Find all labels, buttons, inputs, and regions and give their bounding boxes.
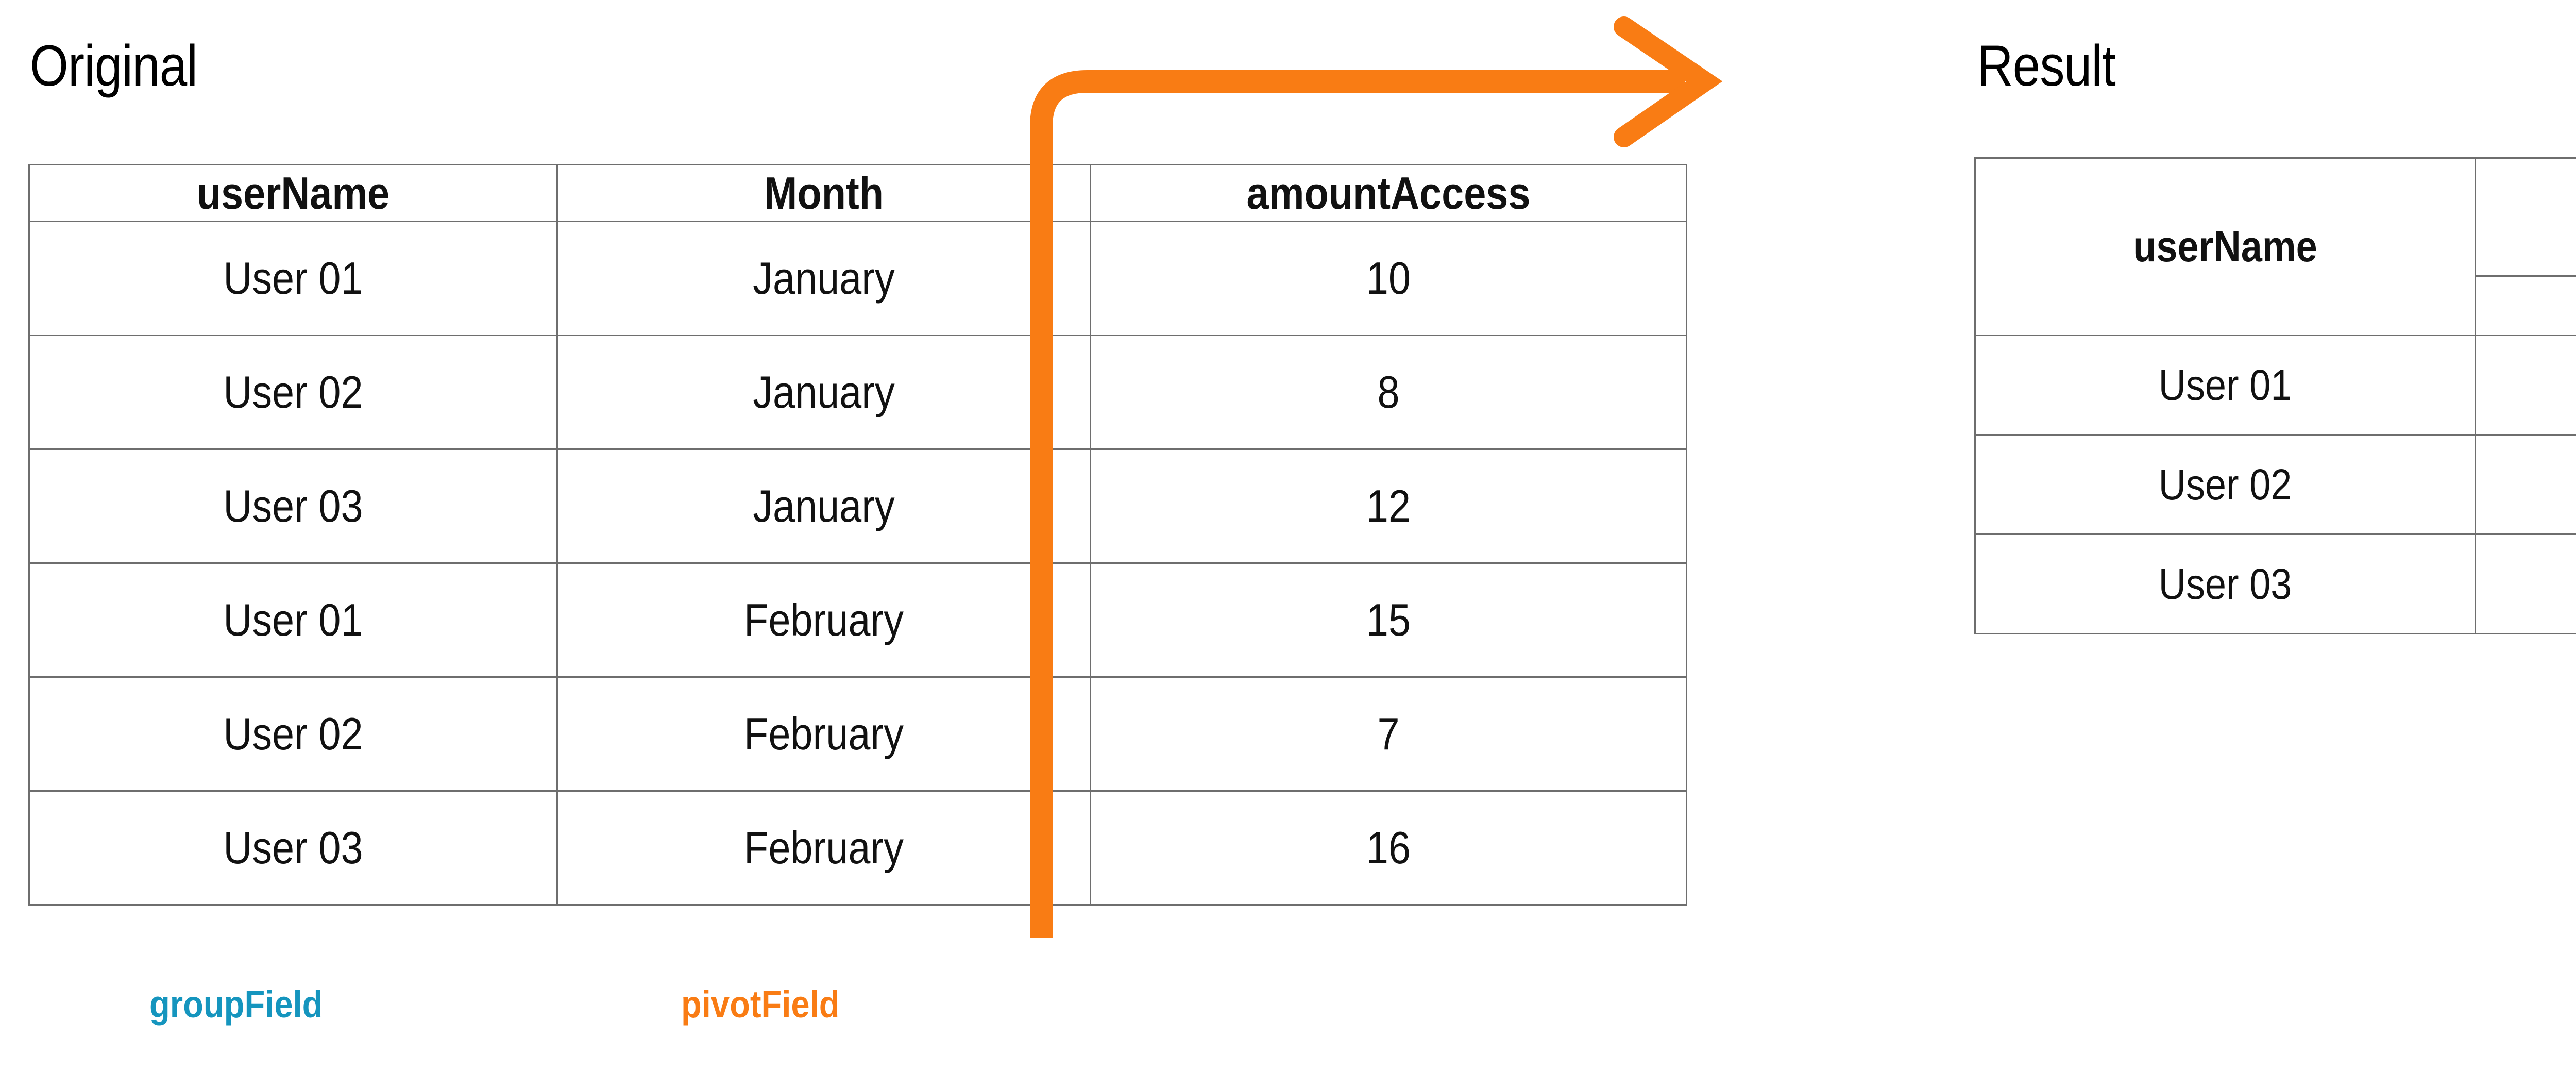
table-row: User 02 January 8	[28, 335, 1687, 450]
column-header-label: amountAccess	[1246, 167, 1531, 219]
cell-amountaccess: 16	[1090, 790, 1687, 906]
column-header-january: January	[2475, 157, 2576, 277]
cell-username: User 02	[28, 676, 558, 792]
column-header-month: Month	[556, 164, 1091, 222]
cell-username: User 02	[1974, 434, 2476, 535]
cell-text: User 03	[223, 822, 363, 873]
cell-january-value: 10	[2475, 335, 2576, 436]
cell-username: User 03	[28, 790, 558, 906]
page-title-result: Result	[1977, 34, 2116, 98]
table-header-row-months: userName January February	[1974, 157, 2576, 336]
table-row: User 03 12 16	[1974, 533, 2576, 634]
cell-text: User 03	[223, 480, 363, 531]
column-header-label: Month	[764, 167, 884, 219]
cell-amountaccess: 8	[1090, 335, 1687, 450]
table-row: User 01 January 10	[28, 221, 1687, 336]
table-row: User 01 10 15	[1974, 335, 2576, 436]
cell-text: 8	[1377, 366, 1400, 417]
cell-amountaccess: 12	[1090, 448, 1687, 564]
cell-username: User 03	[1974, 533, 2476, 634]
cell-text: February	[744, 594, 904, 645]
cell-amountaccess: 10	[1090, 221, 1687, 336]
cell-username: User 01	[28, 562, 558, 678]
cell-text: February	[744, 822, 904, 873]
pivot-field-annotation: pivotField	[681, 983, 840, 1026]
cell-month: February	[556, 562, 1091, 678]
measure-label: amountAccess	[2515, 281, 2576, 331]
cell-january-value: 8	[2475, 434, 2576, 535]
cell-month: January	[556, 448, 1091, 564]
result-table: userName January February amountAccess a…	[1974, 157, 2576, 634]
cell-text: 12	[1366, 480, 1411, 531]
cell-text: January	[753, 480, 895, 531]
cell-january-value: 12	[2475, 533, 2576, 634]
table-header-row: userName Month amountAccess	[28, 164, 1687, 222]
cell-text: 10	[1366, 253, 1411, 304]
cell-amountaccess: 7	[1090, 676, 1687, 792]
arrow-head-icon	[1614, 16, 1723, 147]
cell-text: 10	[2515, 360, 2576, 410]
cell-text: 7	[1377, 708, 1400, 759]
cell-text: User 03	[2158, 559, 2292, 608]
table-header-row-measures: amountAccess amountAccess	[1975, 275, 2576, 336]
cell-text: 15	[1366, 594, 1411, 645]
column-header-username: userName	[28, 164, 558, 222]
cell-text: January	[753, 253, 895, 304]
cell-text: 16	[1366, 822, 1411, 873]
cell-text: 12	[2515, 559, 2576, 609]
table-row: User 02 February 7	[28, 676, 1687, 792]
column-header-label: userName	[2133, 222, 2317, 271]
cell-text: User 01	[223, 253, 363, 304]
column-header-january-amountaccess: amountAccess	[2475, 275, 2576, 336]
cell-text: User 02	[2158, 460, 2292, 509]
cell-username: User 01	[1974, 335, 2476, 436]
cell-username: User 02	[28, 335, 558, 450]
cell-username: User 01	[28, 221, 558, 336]
column-header-amountaccess: amountAccess	[1090, 164, 1687, 222]
cell-text: User 01	[2158, 360, 2292, 409]
cell-amountaccess: 15	[1090, 562, 1687, 678]
cell-text: January	[753, 366, 895, 417]
cell-text: User 02	[223, 708, 363, 759]
original-table: userName Month amountAccess User 01 Janu…	[28, 164, 1687, 906]
table-row: User 01 February 15	[28, 562, 1687, 678]
cell-month: January	[556, 335, 1091, 450]
cell-text: February	[744, 708, 904, 759]
cell-month: February	[556, 790, 1091, 906]
group-field-annotation: groupField	[149, 983, 323, 1026]
cell-month: February	[556, 676, 1091, 792]
cell-text: User 01	[223, 594, 363, 645]
cell-username: User 03	[28, 448, 558, 564]
table-row: User 03 February 16	[28, 790, 1687, 906]
cell-text: User 02	[223, 366, 363, 417]
cell-month: January	[556, 221, 1091, 336]
column-header-label: userName	[196, 167, 390, 219]
column-header-username: userName	[1974, 157, 2476, 336]
table-row: User 03 January 12	[28, 448, 1687, 564]
cell-text: 8	[2515, 460, 2576, 510]
page-title-original: Original	[30, 34, 198, 98]
table-row: User 02 8 7	[1974, 434, 2576, 535]
